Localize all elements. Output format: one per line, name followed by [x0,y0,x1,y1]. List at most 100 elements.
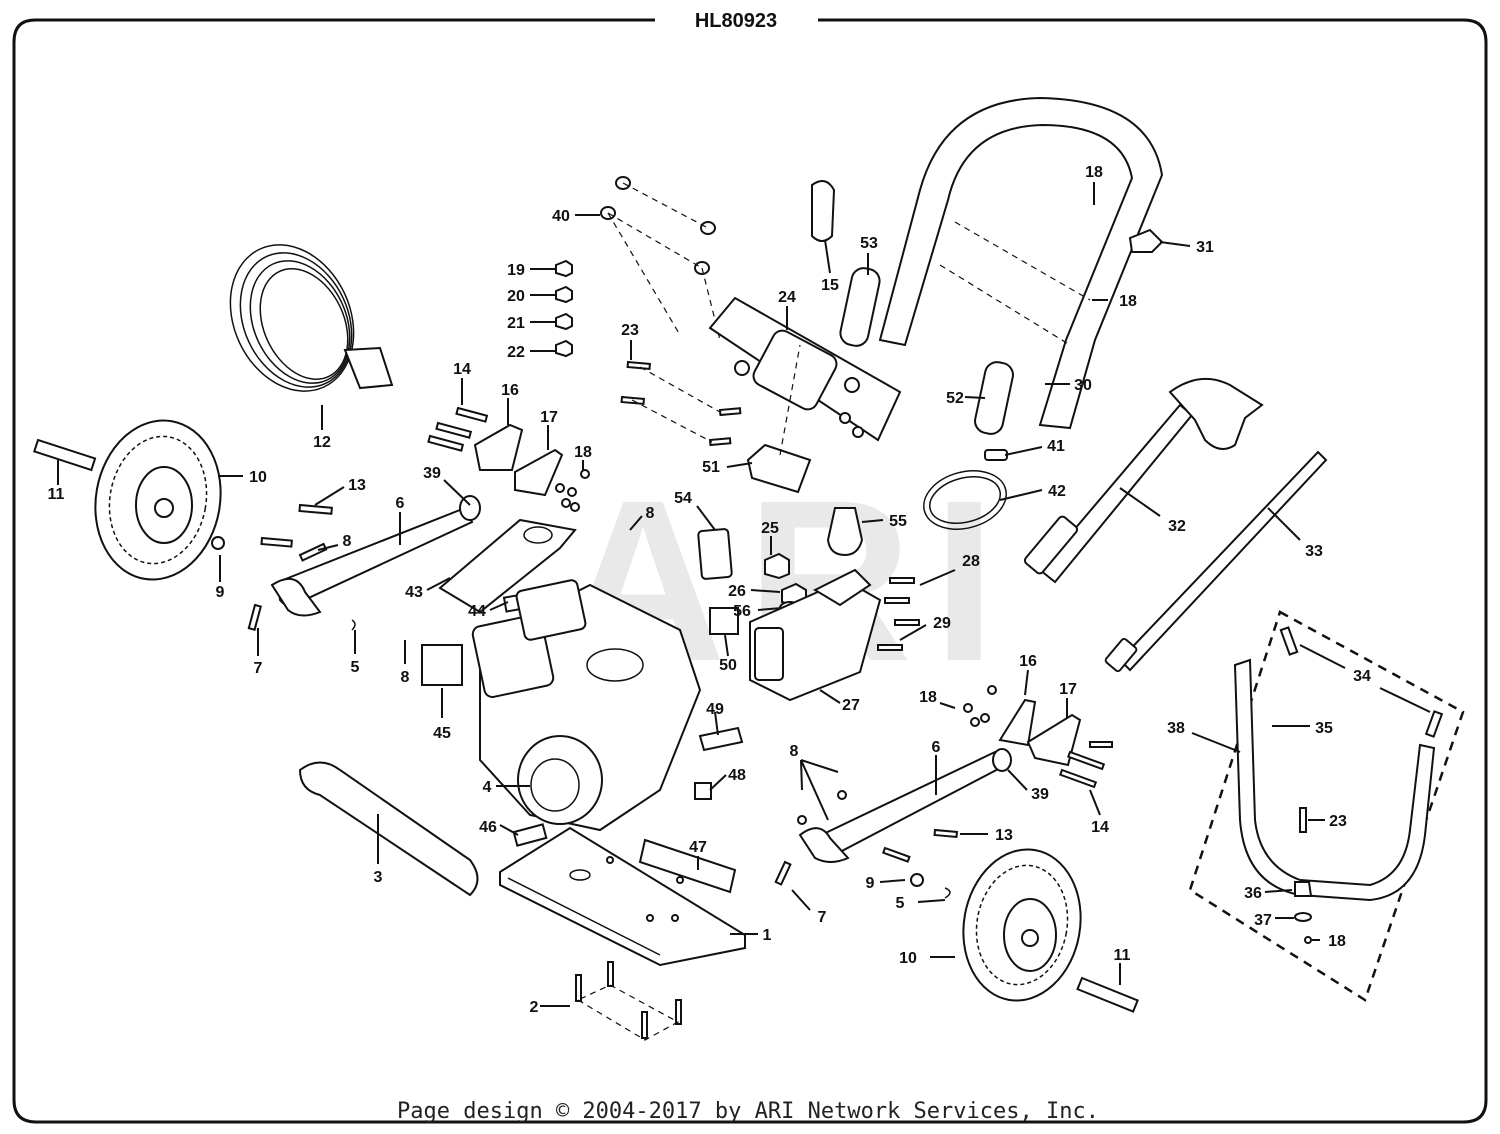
callout-9-left: 9 [216,584,225,601]
control-panel [708,296,902,442]
callout-18-c: 18 [574,444,592,461]
callout-42: 42 [1048,483,1066,500]
callout-38: 38 [1167,720,1185,737]
left-bracket [427,406,590,512]
handle-kit-box [1188,610,1465,1002]
callout-5-left: 5 [351,659,360,676]
callout-47: 47 [689,839,707,856]
callout-22: 22 [507,344,525,361]
callout-56: 56 [733,603,751,620]
decal-46 [512,823,548,847]
spray-gun [1023,377,1264,584]
callout-48: 48 [728,767,746,784]
hose-coil [229,244,394,392]
left-washer [211,536,225,550]
callout-50: 50 [719,657,737,674]
callout-40: 40 [552,208,570,225]
callout-34: 34 [1353,668,1371,685]
callout-51: 51 [702,459,720,476]
callout-54: 54 [674,490,692,507]
kit-handle [1233,626,1444,944]
strap [811,180,836,242]
callout-28: 28 [962,553,980,570]
grommets [600,176,721,341]
decal-49 [698,726,744,752]
left-frame-tube [247,495,481,631]
decal-45 [421,644,463,686]
callout-23-panel: 23 [621,322,639,339]
base-bolts [575,961,682,1041]
decal-47 [638,838,737,894]
callout-12: 12 [313,434,331,451]
inlet-fitting [764,552,790,580]
grip-lower [974,361,1014,435]
wand [1104,450,1328,673]
callout-23-kit: 23 [1329,813,1347,830]
callout-27: 27 [842,697,860,714]
base-pan [499,826,746,967]
callout-29: 29 [933,615,951,632]
callout-17-left: 17 [540,409,558,426]
callout-39-left: 39 [423,465,441,482]
spray-tips [555,259,573,358]
pump-bolts [877,577,920,651]
callout-52: 52 [946,390,964,407]
callout-35: 35 [1315,720,1333,737]
callout-1: 1 [763,927,772,944]
grip-upper [839,267,881,347]
callout-8-b: 8 [401,669,410,686]
callout-labels: 1 2 3 4 5 5 6 6 7 7 8 8 8 8 9 9 10 10 11… [48,164,1371,1016]
callout-17-right: 17 [1059,681,1077,698]
handle-frame [878,96,1164,430]
callout-8-a: 8 [343,533,352,550]
callout-49: 49 [706,701,724,718]
callout-10-right: 10 [899,950,917,967]
callout-53: 53 [860,235,878,252]
callout-4: 4 [483,779,492,796]
callout-13-left: 13 [348,477,366,494]
decal-48 [694,782,712,800]
right-wheel [962,848,1082,1002]
pump-hose [923,449,1008,530]
callout-33: 33 [1305,543,1323,560]
callout-5-right: 5 [896,895,905,912]
diagram-title: HL80923 [695,10,777,32]
callout-11-right: 11 [1114,947,1131,964]
engine [471,579,702,832]
right-bracket [963,685,1113,789]
callout-44: 44 [468,603,486,620]
callout-7-left: 7 [254,660,263,677]
right-axle [1076,976,1139,1013]
callout-8-d: 8 [790,743,799,760]
callout-8-c: 8 [646,505,655,522]
callout-36: 36 [1244,885,1262,902]
callout-32: 32 [1168,518,1186,535]
callout-45: 45 [433,725,451,742]
left-axle [33,438,97,472]
callout-25: 25 [761,520,779,537]
right-hardware [774,790,958,899]
handle-knob [1128,228,1164,253]
callout-31: 31 [1196,239,1214,256]
callout-18-a: 18 [1085,164,1103,181]
callout-55: 55 [889,513,907,530]
callout-3: 3 [374,869,383,886]
callout-18-b: 18 [1119,293,1137,310]
callout-39-right: 39 [1031,786,1049,803]
pump [749,568,882,702]
turbo-nozzle [826,507,864,557]
callout-11-left: 11 [48,486,65,503]
left-wheel [94,419,222,581]
callout-20: 20 [507,288,525,305]
diagram-frame [12,18,1488,1124]
callout-19: 19 [507,262,525,279]
callout-24: 24 [778,289,796,306]
callout-6-left: 6 [396,495,405,512]
callout-6-right: 6 [932,739,941,756]
warning-tag [697,528,733,580]
callout-13-right: 13 [995,827,1013,844]
panel-decal [746,443,812,494]
decal-50 [709,607,739,635]
callout-14-right: 14 [1091,819,1109,836]
